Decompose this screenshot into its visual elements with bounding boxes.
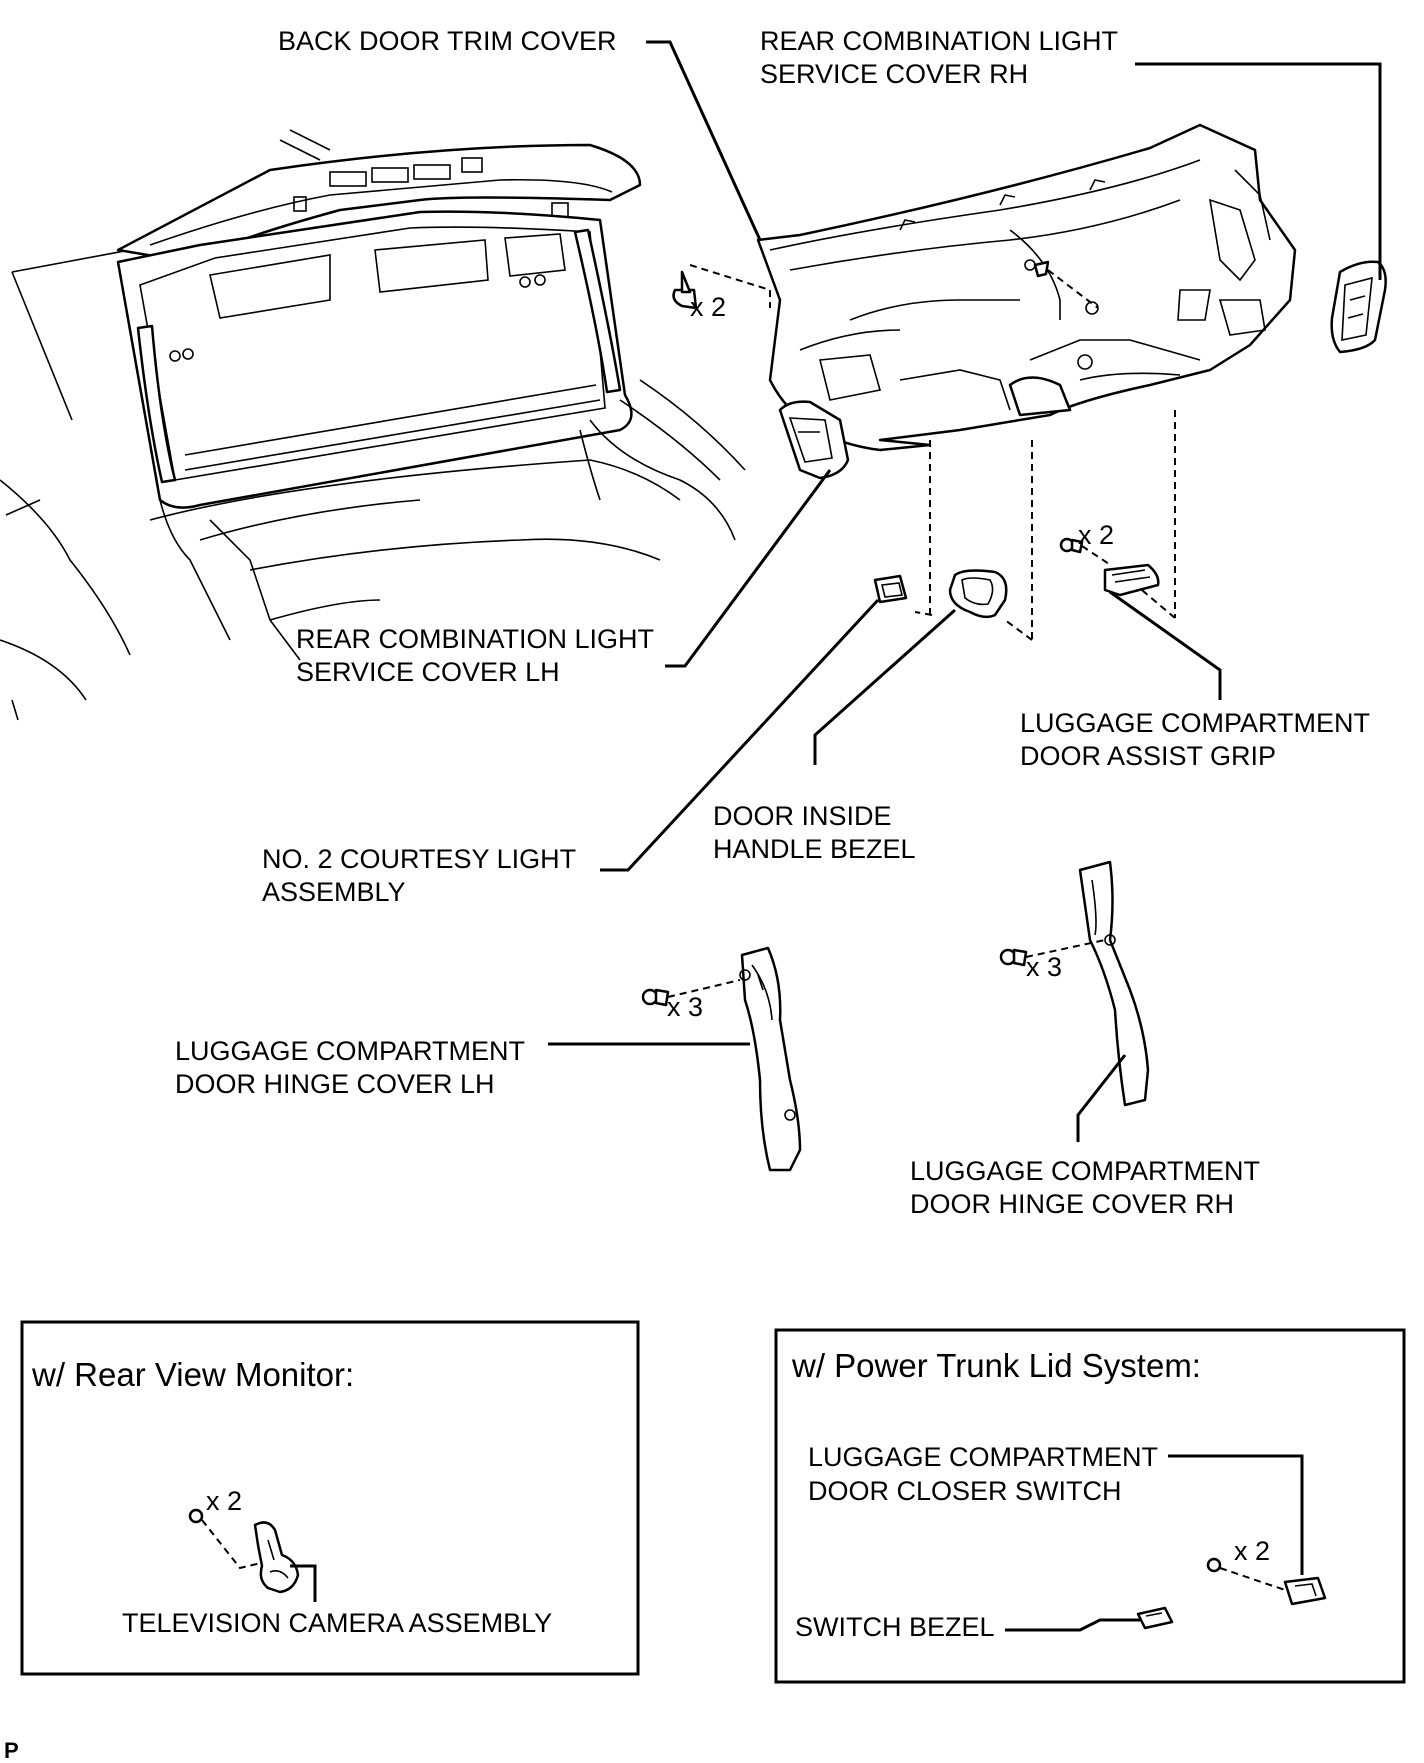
qty-hinge-rh-clips: x 3 bbox=[1026, 952, 1062, 982]
door-inside-handle-bezel bbox=[948, 569, 1008, 619]
closer-switch-clip bbox=[1206, 1557, 1286, 1591]
power-trunk-lid-title: w/ Power Trunk Lid System: bbox=[791, 1347, 1201, 1384]
label-rear-light-cover-rh-line2: SERVICE COVER RH bbox=[760, 59, 1028, 89]
rear-light-service-cover-rh bbox=[1330, 260, 1387, 354]
label-rear-light-cover-rh-line1: REAR COMBINATION LIGHT bbox=[760, 26, 1118, 56]
door-assist-grip bbox=[1103, 563, 1160, 597]
label-assist-grip-line1: LUGGAGE COMPARTMENT bbox=[1020, 708, 1370, 738]
qty-camera-clips: x 2 bbox=[206, 1486, 242, 1516]
back-door-trim-cover bbox=[756, 123, 1297, 452]
power-trunk-lid-box bbox=[774, 1328, 1406, 1684]
label-closer-switch-line2: DOOR CLOSER SWITCH bbox=[808, 1476, 1122, 1506]
label-handle-bezel-line1: DOOR INSIDE bbox=[713, 801, 892, 831]
switch-bezel bbox=[1136, 1606, 1174, 1630]
television-camera-assembly bbox=[188, 1508, 300, 1594]
label-hinge-cover-rh-line1: LUGGAGE COMPARTMENT bbox=[910, 1156, 1260, 1186]
door-closer-switch bbox=[1283, 1576, 1327, 1606]
leader-lines bbox=[548, 40, 1382, 1142]
trim-cover-pin bbox=[1033, 260, 1099, 309]
power-trunk-lid-panel: w/ Power Trunk Lid System: LUGGAGE COMPA… bbox=[774, 1328, 1406, 1684]
label-switch-bezel: SWITCH BEZEL bbox=[795, 1612, 995, 1642]
trim-cover-clip bbox=[672, 264, 771, 310]
car-trunk-illustration bbox=[0, 129, 746, 721]
label-handle-bezel-line2: HANDLE BEZEL bbox=[713, 834, 916, 864]
label-rear-light-cover-lh-line2: SERVICE COVER LH bbox=[296, 657, 560, 687]
qty-trim-clips: x 2 bbox=[690, 292, 726, 322]
label-hinge-cover-lh-line1: LUGGAGE COMPARTMENT bbox=[175, 1036, 525, 1066]
hinge-cover-lh-clip bbox=[641, 979, 741, 1007]
hinge-cover-rh-clip bbox=[999, 939, 1106, 967]
label-assist-grip-line2: DOOR ASSIST GRIP bbox=[1020, 741, 1276, 771]
label-rear-light-cover-lh-line1: REAR COMBINATION LIGHT bbox=[296, 624, 654, 654]
label-hinge-cover-rh-line2: DOOR HINGE COVER RH bbox=[910, 1189, 1234, 1219]
label-television-camera-assembly: TELEVISION CAMERA ASSEMBLY bbox=[122, 1608, 552, 1638]
qty-closer-switch-clips: x 2 bbox=[1234, 1536, 1270, 1566]
rear-view-monitor-panel: w/ Rear View Monitor: x 2 TELEVISION CAM… bbox=[20, 1320, 640, 1676]
label-courtesy-light-line1: NO. 2 COURTESY LIGHT bbox=[262, 844, 576, 874]
label-hinge-cover-lh-line2: DOOR HINGE COVER LH bbox=[175, 1069, 495, 1099]
label-closer-switch-line1: LUGGAGE COMPARTMENT bbox=[808, 1442, 1158, 1472]
rear-view-monitor-title: w/ Rear View Monitor: bbox=[31, 1356, 354, 1393]
main-labels: BACK DOOR TRIM COVER REAR COMBINATION LI… bbox=[175, 26, 1370, 1219]
assist-grip-clip bbox=[1059, 537, 1113, 567]
qty-hinge-lh-clips: x 3 bbox=[667, 992, 703, 1022]
label-back-door-trim-cover: BACK DOOR TRIM COVER bbox=[278, 26, 617, 56]
corner-mark: P bbox=[4, 1738, 19, 1763]
hinge-cover-lh bbox=[739, 946, 802, 1172]
quantity-callouts: x 2 x 2 x 3 x 3 bbox=[667, 292, 1114, 1022]
qty-grip-clips: x 2 bbox=[1078, 520, 1114, 550]
rear-view-monitor-box bbox=[20, 1320, 640, 1676]
courtesy-light-assembly bbox=[873, 574, 908, 604]
hinge-cover-rh bbox=[1078, 860, 1150, 1107]
exploded-guide-lines bbox=[914, 410, 1176, 641]
label-courtesy-light-line2: ASSEMBLY bbox=[262, 877, 406, 907]
